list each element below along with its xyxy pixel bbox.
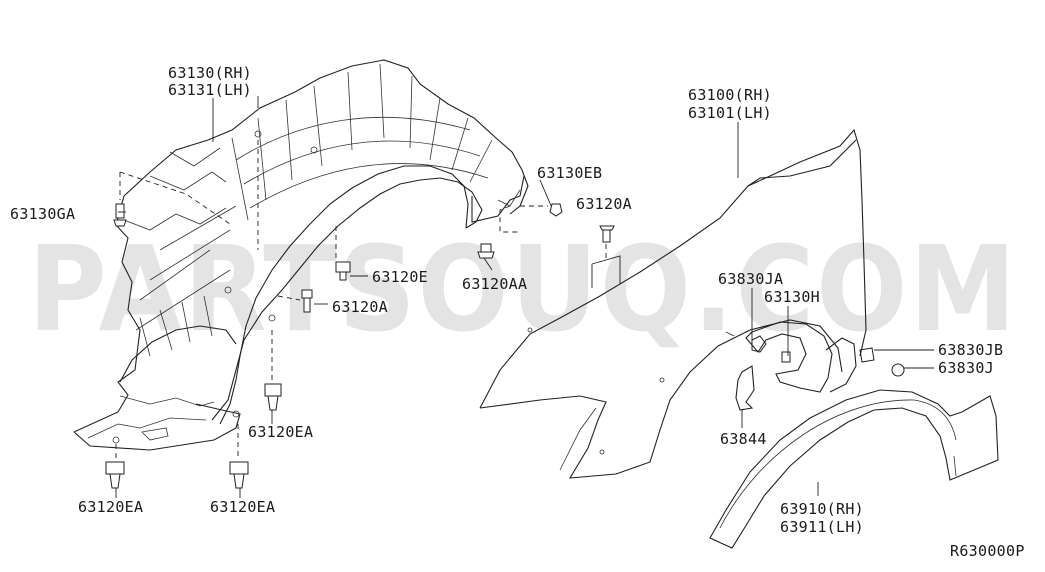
label-63120EA-right: 63120EA	[210, 498, 275, 516]
label-63910: 63910(RH)	[780, 500, 864, 518]
liner-leaders	[115, 96, 553, 462]
arch-molding-drawing	[709, 389, 999, 549]
mud-guard-drawing	[735, 365, 755, 411]
fender-panel-drawing	[479, 128, 867, 479]
label-63120A-top: 63120A	[576, 195, 632, 213]
label-63844: 63844	[720, 430, 767, 448]
label-63830JB: 63830JB	[938, 341, 1003, 359]
label-63101: 63101(LH)	[688, 104, 772, 122]
label-63120EA-mid: 63120EA	[248, 423, 313, 441]
label-63131: 63131(LH)	[168, 81, 252, 99]
hardware	[105, 203, 905, 489]
fender-liner-drawing	[73, 59, 529, 451]
label-63120A-mid: 63120A	[332, 298, 388, 316]
label-63130: 63130(RH)	[168, 64, 252, 82]
arch-bracket-drawing	[745, 321, 857, 393]
label-63120AA: 63120AA	[462, 275, 527, 293]
label-63911: 63911(LH)	[780, 518, 864, 536]
fender-leaders	[115, 122, 934, 498]
label-63120E: 63120E	[372, 268, 428, 286]
label-63130H: 63130H	[764, 288, 820, 306]
part-labels: 63130(RH) 63131(LH) 63130GA 63130EB 6312…	[10, 64, 1025, 560]
label-63120EA-left: 63120EA	[78, 498, 143, 516]
label-63100: 63100(RH)	[688, 86, 772, 104]
label-63130EB: 63130EB	[537, 164, 602, 182]
label-63830J: 63830J	[938, 359, 994, 377]
watermark-text: PARTSOUQ.COM	[28, 220, 1018, 358]
label-63130GA: 63130GA	[10, 205, 75, 223]
label-63830JA: 63830JA	[718, 270, 783, 288]
diagram-code: R630000P	[950, 542, 1025, 560]
